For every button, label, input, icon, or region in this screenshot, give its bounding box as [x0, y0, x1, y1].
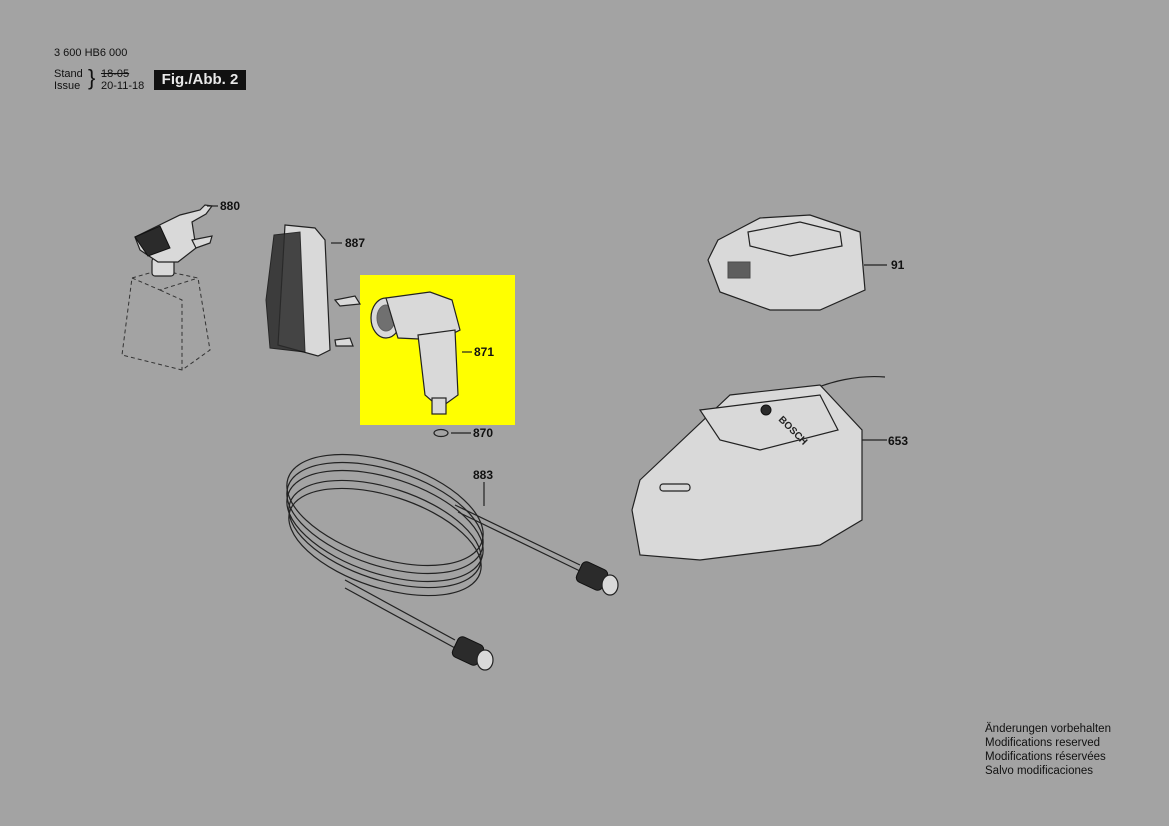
- hose-icon: [286, 453, 619, 671]
- issue-label: Issue: [54, 80, 81, 92]
- callout-870[interactable]: 870: [473, 426, 494, 440]
- brush-icon: [265, 224, 362, 357]
- charger-icon: BOSCH: [631, 376, 887, 561]
- battery-icon: [707, 214, 887, 311]
- brace-glyph: }: [88, 65, 96, 90]
- stand-date: 18-05: [101, 68, 130, 80]
- callout-653[interactable]: 653: [888, 434, 909, 448]
- figure-badge: Fig./Abb. 2: [154, 70, 246, 90]
- callout-880[interactable]: 880: [220, 199, 241, 213]
- note-es: Salvo modificaciones: [985, 765, 1094, 777]
- callout-91[interactable]: 91: [891, 258, 905, 272]
- part-number: 3 600 HB6 000: [54, 47, 128, 59]
- callout-871[interactable]: 871: [474, 345, 495, 359]
- o-ring-icon: [433, 428, 471, 438]
- note-de: Änderungen vorbehalten: [985, 723, 1111, 735]
- spray-bottle-icon: [121, 204, 218, 371]
- callout-883[interactable]: 883: [473, 468, 494, 482]
- note-fr: Modifications réservées: [985, 751, 1106, 763]
- footer-notes: Änderungen vorbehalten Modifications res…: [985, 722, 1111, 778]
- spray-gun-icon: [370, 291, 472, 415]
- note-en: Modifications reserved: [985, 737, 1101, 749]
- stand-label: Stand: [54, 68, 83, 80]
- callout-887[interactable]: 887: [345, 236, 366, 250]
- issue-date: 20-11-18: [101, 80, 145, 92]
